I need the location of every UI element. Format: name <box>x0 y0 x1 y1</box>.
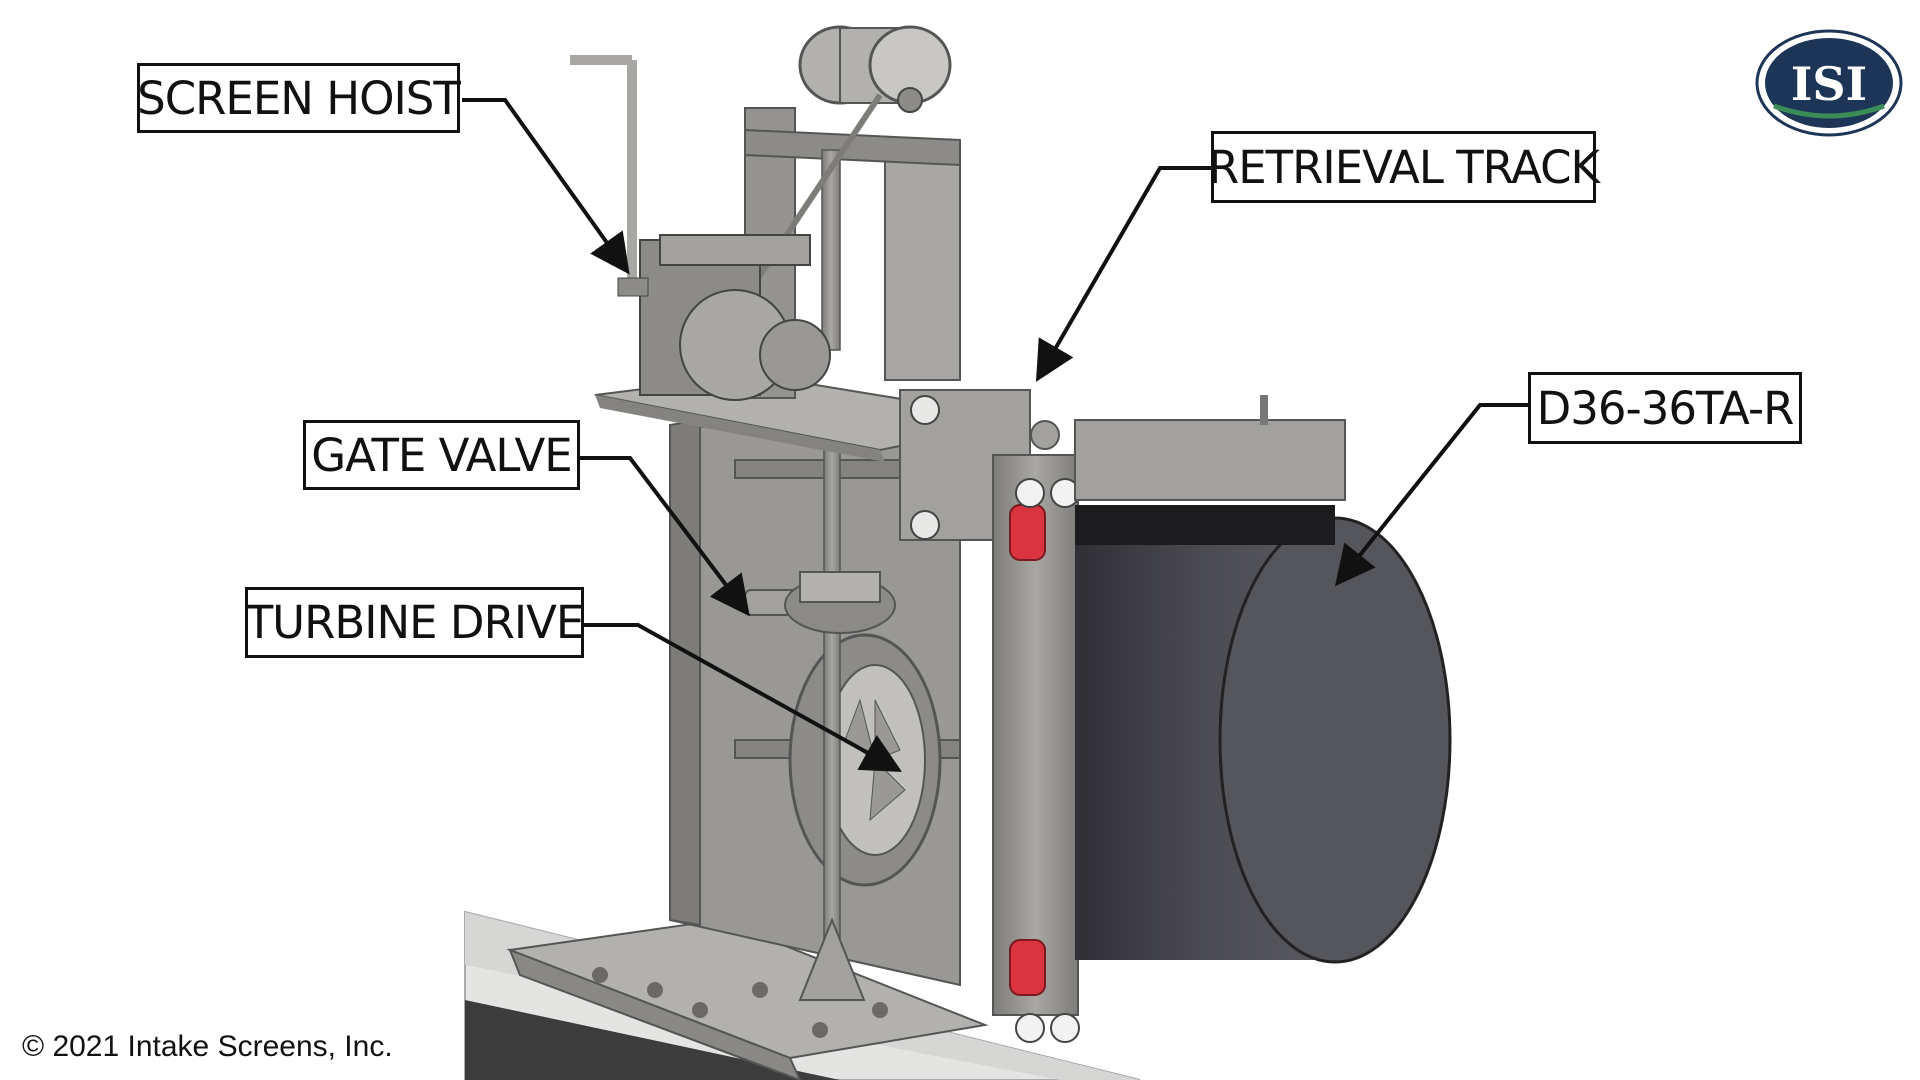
leader-model <box>1335 403 1528 587</box>
drum-screen <box>1074 395 1452 964</box>
logo-text: ISI <box>1791 57 1867 111</box>
callout-gate-valve: GATE VALVE <box>303 420 580 490</box>
leader-screen-hoist <box>462 98 630 275</box>
model-label: D36-36TA-R <box>1536 381 1795 435</box>
turbine-drive-label: TURBINE DRIVE <box>245 596 585 649</box>
callout-retrieval-track: RETRIEVAL TRACK <box>1207 131 1600 203</box>
base-plate <box>506 918 989 1080</box>
retrieval-track-label: RETRIEVAL TRACK <box>1207 140 1600 194</box>
leader-lines <box>462 98 1528 772</box>
copyright-notice: © 2021 Intake Screens, Inc. <box>22 1030 393 1063</box>
gate-valve-label: GATE VALVE <box>311 428 572 482</box>
winch-gearbox <box>570 55 831 401</box>
retrieval-track-rail <box>992 454 1080 1043</box>
isi-logo: ISI <box>1755 29 1903 137</box>
callout-screen-hoist: SCREEN HOIST <box>137 63 461 133</box>
callout-model: D36-36TA-R <box>1528 372 1802 444</box>
callout-turbine-drive: TURBINE DRIVE <box>245 587 584 658</box>
leader-turbine-drive <box>584 623 902 772</box>
gate-valve-handle <box>744 571 896 634</box>
turbine-intake <box>788 633 942 887</box>
leader-gate-valve <box>580 456 750 617</box>
hoist-pulley <box>727 25 952 322</box>
leader-retrieval-track <box>1035 166 1212 382</box>
screen-hoist-label: SCREEN HOIST <box>137 71 461 125</box>
